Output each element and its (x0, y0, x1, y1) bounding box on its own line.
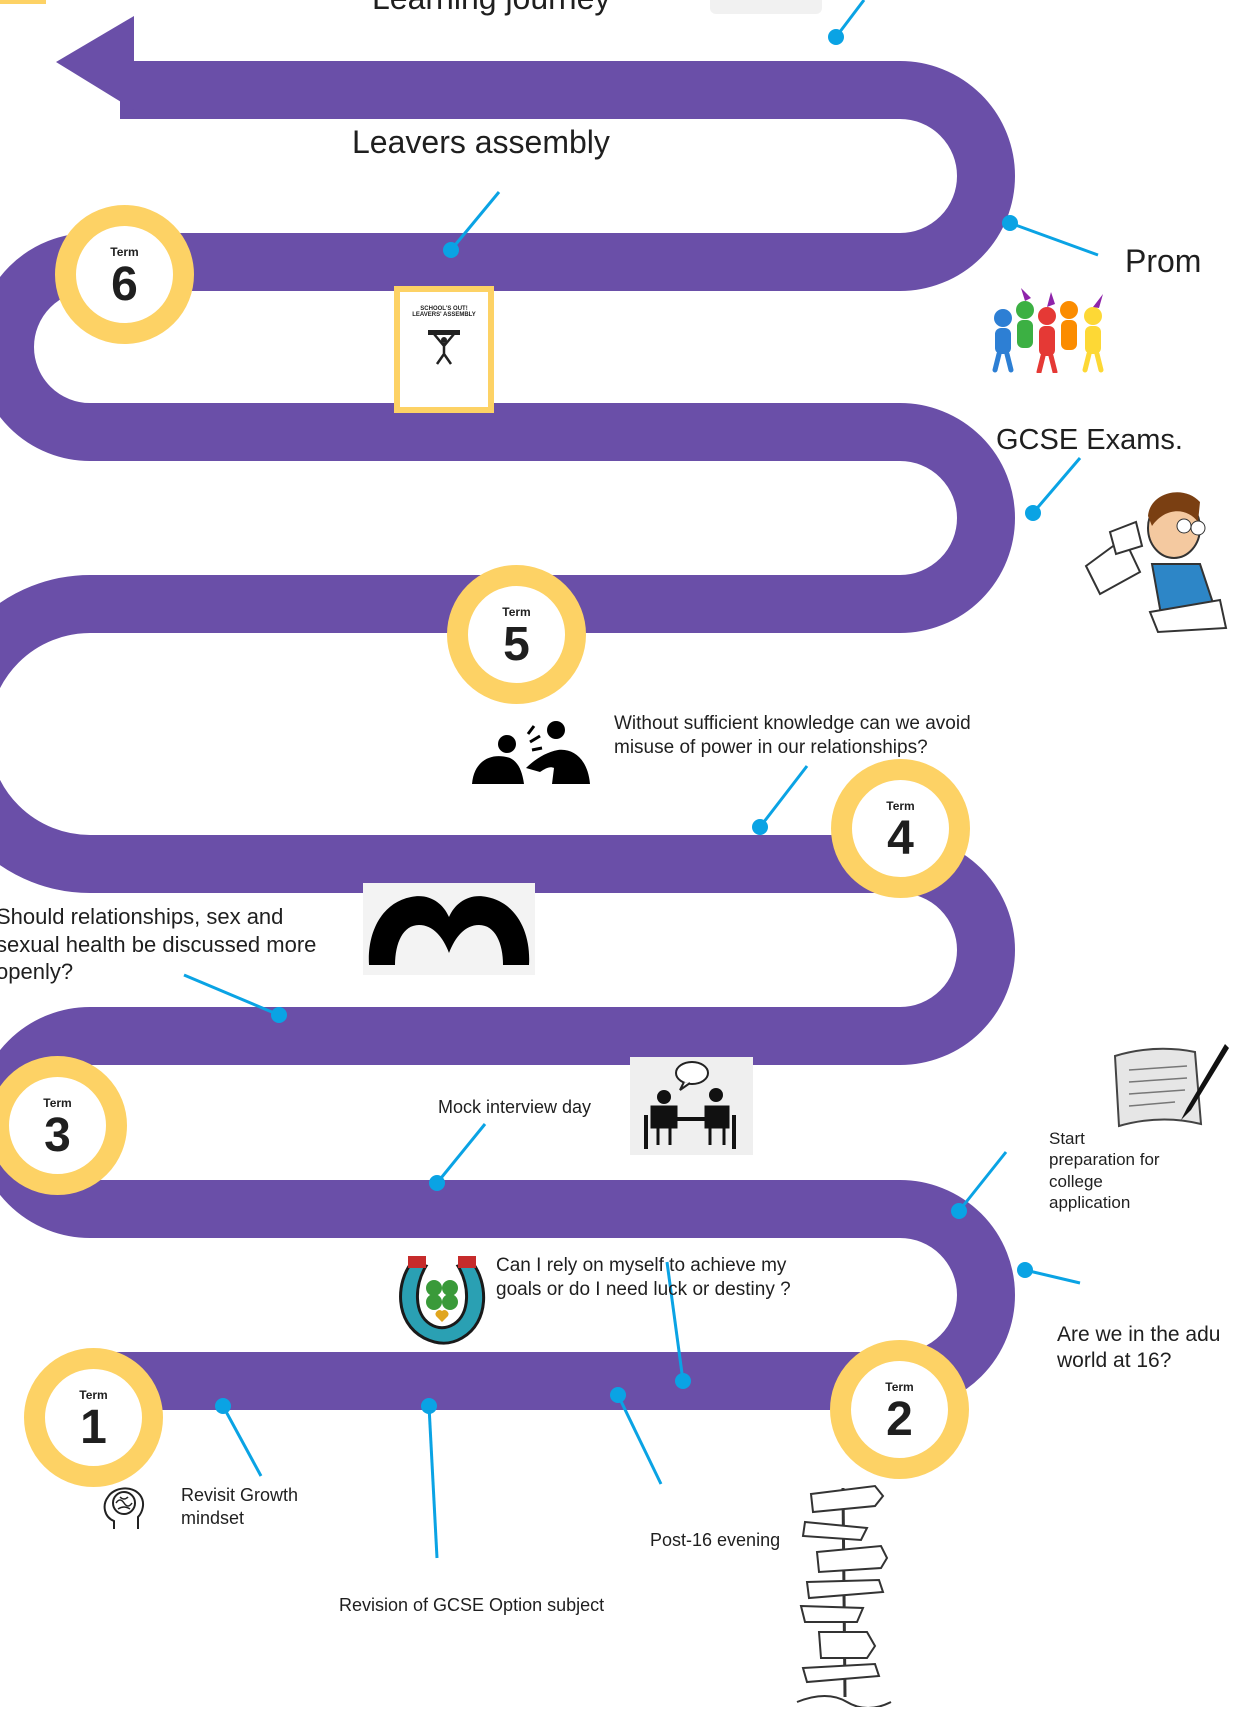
booklet-title-line-1: SCHOOL'S OUT! (420, 306, 468, 312)
term-badge-2: Term 2 (830, 1340, 969, 1479)
milestone-misuse-of-power: Without sufficient knowledge can we avoi… (614, 713, 971, 758)
diagram-title: Learning journey (372, 0, 610, 18)
title-logo-mark (0, 0, 46, 4)
term-badge-5: Term 5 (447, 565, 586, 704)
term-badge-1: Term 1 (24, 1348, 163, 1487)
term-badge-6: Term 6 (55, 205, 194, 344)
argument-icon (472, 721, 590, 784)
milestone-college-app: Start preparation for college applicatio… (1049, 1129, 1160, 1212)
milestone-rely-on-myself: Can I rely on myself to achieve my goals… (496, 1255, 791, 1300)
term-badge-4: Term 4 (831, 759, 970, 898)
term-label: Term (110, 244, 139, 259)
term-label: Term (79, 1387, 108, 1402)
booklet-title-line-2: LEAVERS' ASSEMBLY (412, 312, 476, 318)
brain-head-icon (103, 1487, 145, 1529)
party-people-icon (992, 288, 1104, 373)
term-number: 1 (80, 1400, 107, 1454)
connector-lines (183, 0, 1099, 1559)
milestone-post16: Post-16 evening (650, 1530, 781, 1550)
term-label: Term (502, 604, 531, 619)
milestone-gcse-exams: GCSE Exams. (996, 424, 1183, 456)
journey-road (0, 61, 1015, 1410)
journey-arrowhead (56, 16, 134, 110)
term-number: 3 (44, 1108, 71, 1162)
milestone-relationships-discussed: Should relationships, sex and sexual hea… (0, 904, 317, 984)
booklet-figure-icon (428, 330, 460, 365)
writing-pen-icon (1113, 1044, 1229, 1128)
milestone-adult-world: Are we in the adu world at 16? (1057, 1323, 1221, 1373)
stressed-student-icon (1084, 492, 1228, 634)
term-badge-3: Term 3 (0, 1056, 127, 1195)
term-label: Term (885, 1379, 914, 1394)
term-label: Term (886, 798, 915, 813)
horseshoe-clover-icon (399, 1256, 485, 1345)
term-number: 6 (111, 257, 138, 311)
milestone-prom: Prom (1125, 243, 1202, 279)
milestone-gcse-option: Revision of GCSE Option subject (339, 1595, 605, 1615)
milestone-leavers-assembly: Leavers assembly (352, 124, 610, 160)
term-label: Term (43, 1095, 72, 1110)
term-number: 4 (887, 811, 914, 865)
title-hand-icon (710, 0, 822, 14)
milestone-growth-mindset: Revisit Growth mindset (181, 1485, 299, 1528)
term-number: 5 (503, 617, 530, 671)
connector-dots (215, 29, 1041, 1414)
heart-hands-icon (363, 883, 535, 975)
interview-icon (630, 1057, 753, 1155)
term-number: 2 (886, 1392, 913, 1446)
milestone-mock-interview: Mock interview day (438, 1097, 592, 1117)
signpost-icon (796, 1484, 892, 1707)
leavers-booklet-icon: SCHOOL'S OUT! LEAVERS' ASSEMBLY (394, 286, 494, 413)
